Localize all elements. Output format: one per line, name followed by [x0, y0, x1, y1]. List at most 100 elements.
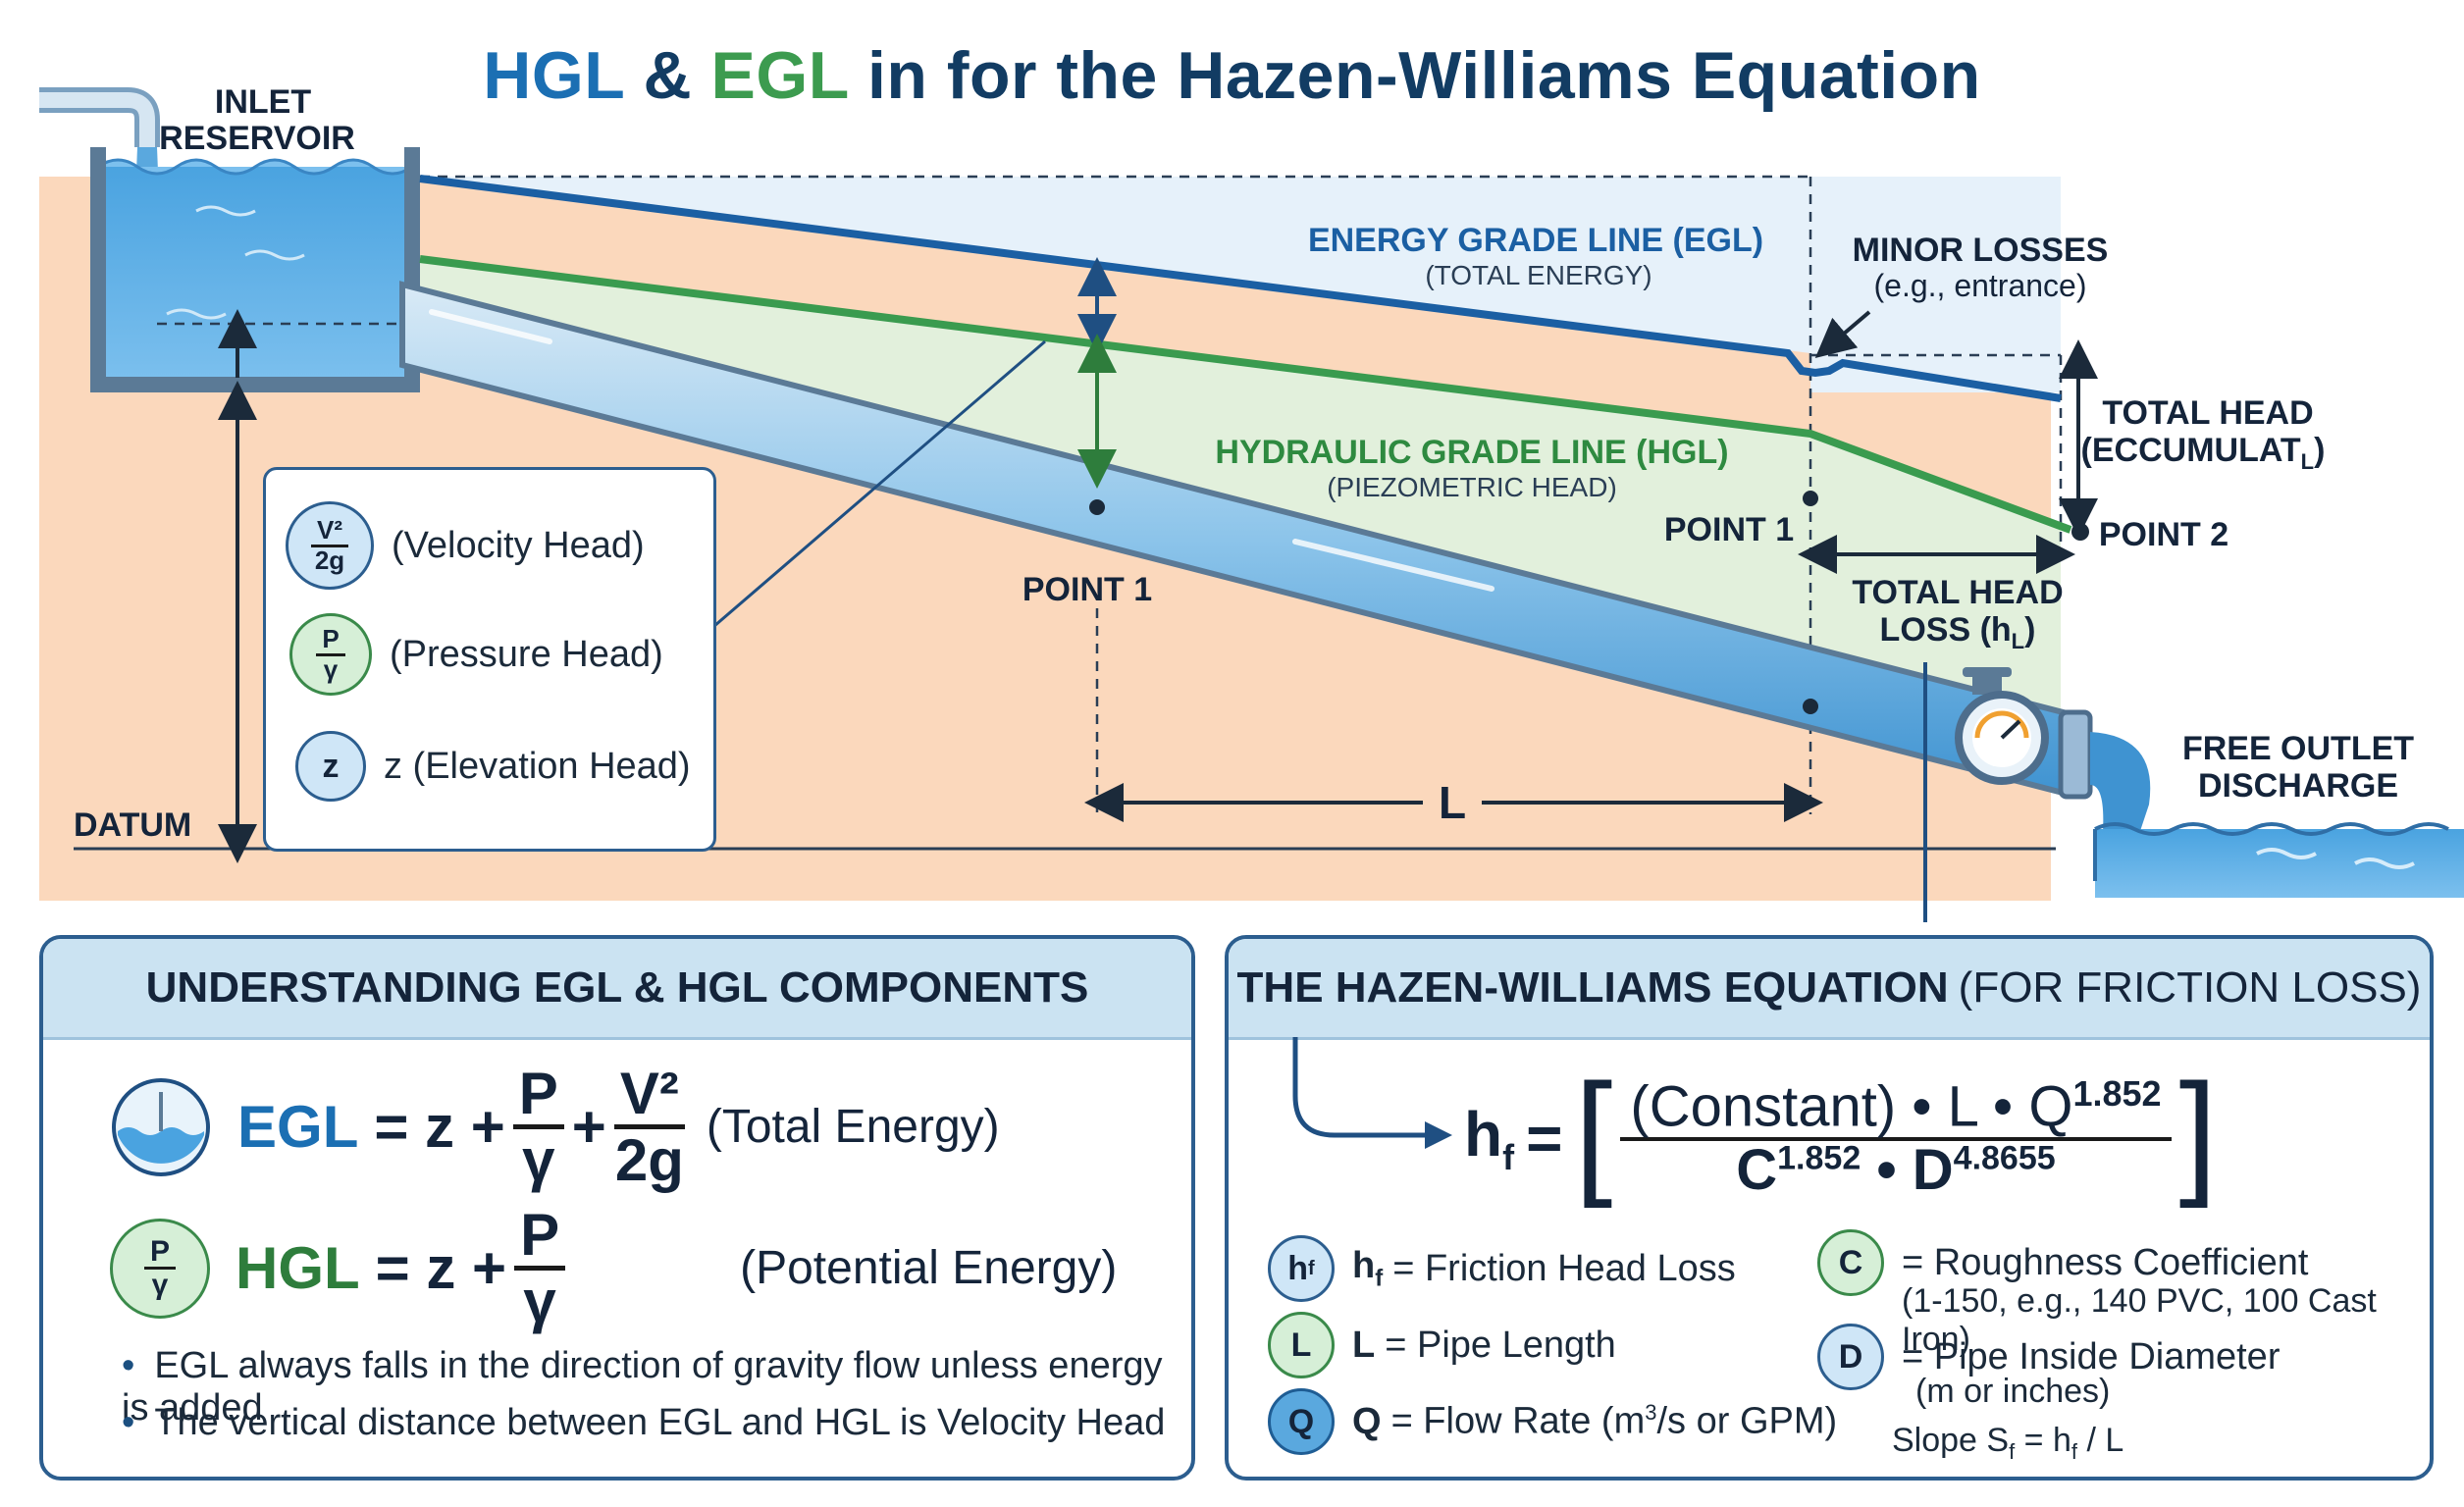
hgl-sub: (PIEZOMETRIC HEAD): [1327, 472, 1617, 502]
C-note: (1-150, e.g., 140 PVC, 100 Cast Iron): [1902, 1282, 2377, 1358]
water-tank-icon: [112, 1077, 210, 1176]
egl-lhs: EGL: [237, 1094, 359, 1160]
pressure-icon-num: P: [316, 625, 345, 656]
egl-desc: (Total Energy): [706, 1101, 1000, 1153]
total-head-loss-1: TOTAL HEAD: [1852, 574, 2063, 611]
total-head-loss-sub: L: [2012, 629, 2024, 653]
leader-arrow-icon: [1292, 1037, 1452, 1149]
L-text: = Pipe Length: [1385, 1324, 1616, 1366]
hgl-gamma: γ: [523, 1269, 556, 1334]
bracket-left: [: [1574, 1055, 1613, 1209]
svg-text:(ECCUMULATL): (ECCUMULATL): [2081, 432, 2326, 474]
hazen-panel-title: THE HAZEN-WILLIAMS EQUATION: [1236, 963, 1949, 1012]
svg-text:RESERVOIR: RESERVOIR: [159, 120, 355, 157]
pressure-head-text: (Pressure Head): [390, 633, 663, 675]
title-amp: &: [643, 38, 693, 113]
velocity-icon-num: V²: [311, 516, 348, 547]
egl-plus: +: [571, 1094, 606, 1160]
C-text: = Roughness Coefficient: [1902, 1241, 2309, 1283]
L-icon: L: [1268, 1312, 1335, 1378]
title-egl: EGL: [710, 38, 849, 113]
var-C: C = Roughness Coefficient: [1817, 1229, 2308, 1296]
hgl-icon-den: γ: [151, 1269, 169, 1301]
hgl-p: P: [514, 1204, 566, 1271]
hazen-denominator: C1.852 • D4.8655: [1736, 1138, 2056, 1203]
point1-dot: [1089, 499, 1105, 515]
total-head-label-2: (ECCUMULAT: [2081, 432, 2301, 469]
var-D: D = Pipe Inside Diameter: [1817, 1324, 2280, 1390]
D-note: (m or inches): [1915, 1373, 2111, 1410]
free-outlet-1: FREE OUTLET: [2182, 730, 2414, 767]
length-label: L: [1439, 777, 1466, 828]
egl-2g: 2g: [614, 1127, 684, 1193]
legend-elevation: z z (Elevation Head): [295, 731, 691, 802]
egl-sub: (TOTAL ENERGY): [1425, 260, 1651, 290]
bullet-2: The vertical distance between EGL and HG…: [122, 1402, 1165, 1444]
point1-pipe-label: POINT 1: [1022, 571, 1152, 608]
egl-eq: = z +: [374, 1094, 505, 1160]
Q-icon: Q: [1268, 1388, 1335, 1455]
hazen-williams-panel: THE HAZEN-WILLIAMS EQUATION (FOR FRICTIO…: [1225, 935, 2434, 1481]
svg-text:INLET: INLET: [215, 83, 311, 121]
hf-text: = Friction Head Loss: [1392, 1247, 1736, 1289]
Q-text: = Flow Rate (m3/s or GPM): [1390, 1400, 1838, 1442]
hazen-lhs: hf: [1464, 1099, 1515, 1177]
hgl-line: [419, 255, 2072, 534]
slope-formula: Slope Sf = hf / L: [1892, 1422, 2124, 1464]
hazen-panel-header: THE HAZEN-WILLIAMS EQUATION (FOR FRICTIO…: [1229, 939, 2430, 1040]
hazen-numerator: (Constant) • L • Q1.852: [1620, 1075, 2172, 1142]
egl-p: P: [512, 1063, 564, 1129]
total-head-loss-2: LOSS (h: [1880, 611, 2012, 649]
components-panel: UNDERSTANDING EGL & HGL COMPONENTS EGL =…: [39, 935, 1195, 1481]
components-panel-title: UNDERSTANDING EGL & HGL COMPONENTS: [43, 939, 1191, 1040]
pressure-gauge-icon: [1955, 667, 2049, 785]
hgl-desc: (Potential Energy): [740, 1242, 1118, 1294]
total-head-label-1: TOTAL HEAD: [2102, 394, 2313, 432]
datum-label: DATUM: [74, 806, 191, 844]
minor-losses-sub: (e.g., entrance): [1874, 268, 2087, 303]
var-L: L L = Pipe Length: [1268, 1312, 1616, 1378]
free-outlet-2: DISCHARGE: [2198, 767, 2398, 805]
minor-losses-label: MINOR LOSSES: [1853, 232, 2109, 269]
hgl-label: HYDRAULIC GRADE LINE (HGL): [1215, 434, 1728, 471]
hgl-eq: = z +: [375, 1235, 507, 1301]
elevation-head-icon: z: [295, 731, 366, 802]
inlet-label-2: RESERVOIR: [159, 120, 355, 157]
total-head-label-close: ): [2314, 432, 2325, 469]
hazen-equation: hf = [ (Constant) • L • Q1.852 C1.852 • …: [1464, 1055, 2218, 1209]
page-title: HGL & EGL in for the Hazen-Williams Equa…: [0, 37, 2464, 114]
hazen-panel-subtitle: (FOR FRICTION LOSS): [1958, 963, 2422, 1012]
velocity-icon-den: 2g: [314, 545, 345, 575]
inlet-label-1: INLET: [215, 83, 311, 121]
bracket-right: ]: [2178, 1055, 2218, 1209]
point2-label: POINT 2: [2099, 516, 2228, 553]
outlet-water: [2095, 829, 2464, 898]
hgl-lhs: HGL: [236, 1235, 360, 1301]
hazen-fraction: (Constant) • L • Q1.852 C1.852 • D4.8655: [1620, 1075, 2172, 1203]
reservoir-water: [98, 167, 412, 385]
total-head-label-sub: L: [2301, 449, 2314, 474]
var-Q: Q Q = Flow Rate (m3/s or GPM): [1268, 1388, 1837, 1455]
total-head-loss-close: ): [2024, 611, 2035, 649]
velocity-head-text: (Velocity Head): [392, 524, 645, 566]
title-rest: in for the Hazen-Williams Equation: [867, 38, 1981, 113]
svg-text:LOSS (hL): LOSS (hL): [1880, 611, 2036, 653]
C-icon: C: [1817, 1229, 1884, 1296]
point1-right-label: POINT 1: [1664, 511, 1794, 548]
egl-label: ENERGY GRADE LINE (EGL): [1308, 222, 1763, 259]
egl-v2: V²: [613, 1063, 685, 1129]
egl-gamma: γ: [522, 1127, 555, 1193]
elevation-head-text: z (Elevation Head): [384, 745, 691, 787]
title-hgl: HGL: [483, 38, 625, 113]
point2-dot: [2071, 523, 2089, 541]
D-text: = Pipe Inside Diameter: [1902, 1335, 2281, 1377]
